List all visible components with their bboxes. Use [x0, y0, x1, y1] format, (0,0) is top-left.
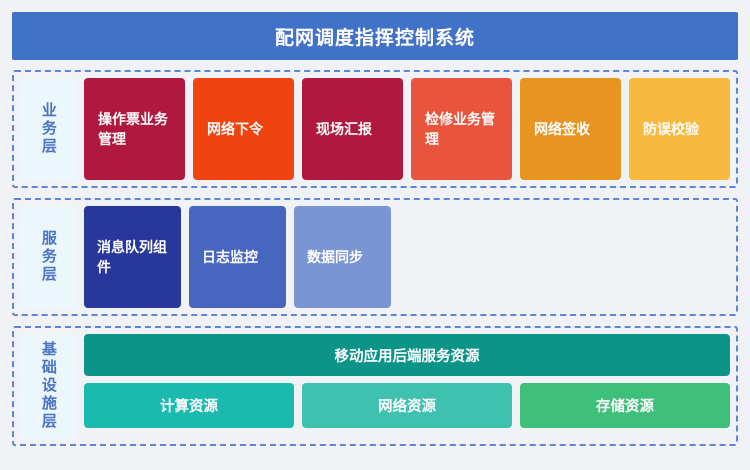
infra-resource-row: 计算资源 网络资源 存储资源: [84, 383, 730, 428]
layer-service: 服务层 消息队列组件 日志监控 数据同步: [12, 198, 738, 316]
business-card-network-dispatch[interactable]: 网络下令: [193, 78, 294, 180]
infra-card-mobile-backend-resources[interactable]: 移动应用后端服务资源: [84, 334, 730, 376]
layer-infrastructure-label: 基础设施层: [20, 334, 76, 438]
layer-service-label: 服务层: [20, 206, 76, 308]
business-card-site-report[interactable]: 现场汇报: [302, 78, 403, 180]
layer-service-cards: 消息队列组件 日志监控 数据同步: [84, 206, 730, 308]
layer-business-label: 业务层: [20, 78, 76, 180]
service-empty-space: [399, 206, 730, 308]
layer-business-cards: 操作票业务管理 网络下令 现场汇报 检修业务管理 网络签收 防误校验: [84, 78, 730, 180]
layer-infrastructure: 基础设施层 移动应用后端服务资源 计算资源 网络资源 存储资源: [12, 326, 738, 446]
page-header: 配网调度指挥控制系统: [12, 12, 738, 60]
business-card-error-prevention-check[interactable]: 防误校验: [629, 78, 730, 180]
service-card-log-monitoring[interactable]: 日志监控: [189, 206, 286, 308]
layer-infrastructure-cards: 移动应用后端服务资源 计算资源 网络资源 存储资源: [84, 334, 730, 438]
service-card-data-sync[interactable]: 数据同步: [294, 206, 391, 308]
layer-infrastructure-label-text: 基础设施层: [39, 341, 57, 431]
infra-card-storage-resources[interactable]: 存储资源: [520, 383, 730, 428]
layer-business-label-text: 业务层: [39, 102, 57, 156]
infra-card-compute-resources[interactable]: 计算资源: [84, 383, 294, 428]
layer-business: 业务层 操作票业务管理 网络下令 现场汇报 检修业务管理 网络签收 防误校验: [12, 70, 738, 188]
infra-card-network-resources[interactable]: 网络资源: [302, 383, 512, 428]
page-title: 配网调度指挥控制系统: [274, 27, 475, 49]
layer-service-label-text: 服务层: [39, 230, 57, 284]
business-card-maintenance-management[interactable]: 检修业务管理: [411, 78, 512, 180]
service-card-message-queue[interactable]: 消息队列组件: [84, 206, 181, 308]
business-card-operation-ticket[interactable]: 操作票业务管理: [84, 78, 185, 180]
business-card-network-signoff[interactable]: 网络签收: [520, 78, 621, 180]
